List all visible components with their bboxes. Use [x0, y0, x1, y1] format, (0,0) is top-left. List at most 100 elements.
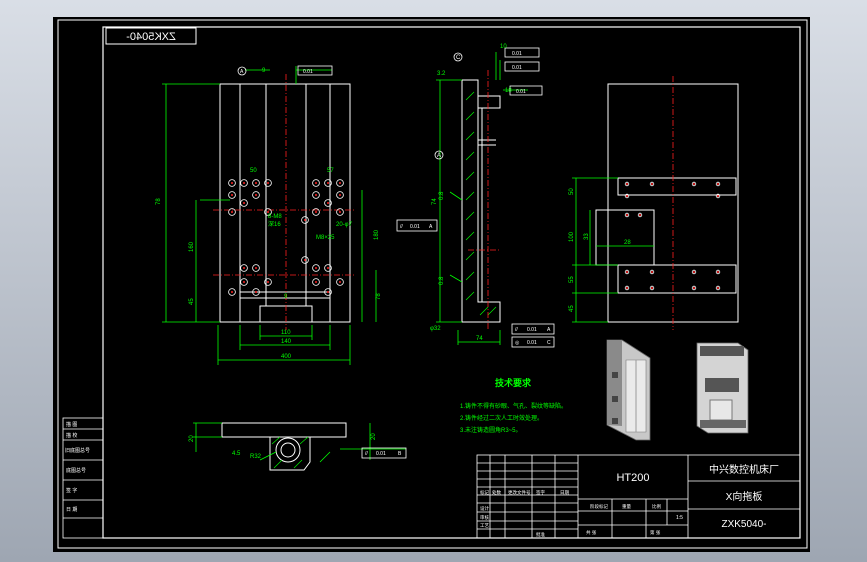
tolerance-value: 0.01 — [512, 65, 522, 71]
title-block-label: 设计 — [480, 505, 489, 512]
hole-center-icon — [243, 281, 245, 283]
hole-icon — [312, 264, 320, 272]
tolerance-ref: B — [398, 451, 402, 457]
hole-icon — [324, 199, 332, 207]
hole-center-icon — [339, 211, 341, 213]
left-strip-label: 日 期 — [66, 507, 77, 513]
datum-label: A — [437, 153, 441, 159]
dim-text: 57 — [327, 168, 334, 174]
title-block-label: 重量 — [622, 503, 631, 510]
dim-text: 33 — [584, 233, 590, 240]
tolerance-value: 0.01 — [410, 224, 420, 230]
plan-view-dim-text: 50 100 33 28 55 45 — [569, 188, 631, 312]
hole-center-icon — [243, 182, 245, 184]
drawing-border-outer — [57, 19, 808, 549]
hole-icon — [264, 179, 272, 187]
tech-requirement-item: 2.铸件经过二次人工时效处理。 — [460, 414, 543, 422]
hole-icon — [264, 278, 272, 286]
dim-text: 28 — [624, 240, 631, 246]
hole-center-icon — [267, 182, 269, 184]
hole-icon — [324, 179, 332, 187]
hole-center-icon — [231, 194, 233, 196]
hole-center-icon — [339, 182, 341, 184]
front-view-dimensions — [162, 66, 377, 365]
title-block-label: 签字 — [536, 489, 545, 495]
hole-center-icon — [626, 214, 628, 216]
title-block-label: 批准 — [536, 531, 545, 538]
hole-icon — [324, 288, 332, 296]
dim-text: 20 — [371, 433, 377, 440]
tolerance-ref: C — [547, 340, 551, 346]
hole-icon — [336, 179, 344, 187]
tolerance-ref: A — [429, 224, 433, 230]
hole-icon — [301, 256, 309, 264]
plan-view-holes — [624, 181, 721, 291]
hole-icon — [252, 264, 260, 272]
dim-text: 8-M8 — [268, 214, 282, 220]
hole-icon — [264, 208, 272, 216]
hole-icon — [312, 278, 320, 286]
left-strip-label: 描 图 — [66, 421, 77, 428]
hole-icon — [252, 179, 260, 187]
hole-center-icon — [693, 287, 695, 289]
hole-center-icon — [255, 291, 257, 293]
hole-icon — [240, 264, 248, 272]
title-block — [476, 454, 801, 539]
side-view-dim-text: 74 74 φ32 0.8 0.8 3.2 10 18 — [430, 44, 512, 342]
dim-text: 74 — [432, 198, 438, 205]
dim-text: 160 — [189, 241, 195, 252]
dim-text: 78 — [156, 198, 162, 205]
hole-icon — [240, 199, 248, 207]
hole-center-icon — [267, 211, 269, 213]
left-strip-label: 描 校 — [66, 432, 77, 439]
dim-text: 45 — [189, 298, 195, 305]
hole-icon — [336, 208, 344, 216]
plan-view-dimensions — [572, 177, 654, 323]
cad-viewport[interactable] — [53, 17, 810, 552]
dim-text: φ32 — [430, 326, 441, 332]
hole-icon — [228, 208, 236, 216]
hole-icon — [624, 269, 630, 275]
title-block-label: 日期 — [560, 490, 569, 496]
dim-text: 180 — [374, 229, 380, 240]
dim-text: 400 — [281, 354, 292, 360]
hole-icon — [240, 278, 248, 286]
tolerance-value: 0.01 — [303, 69, 313, 75]
hole-center-icon — [231, 182, 233, 184]
hole-center-icon — [651, 287, 653, 289]
code-stamp: ZXK5040- — [105, 27, 197, 45]
front-flatness-frame: 0.01 A — [237, 65, 333, 76]
dim-text: 18 — [505, 88, 512, 94]
side-view-dimensions — [436, 52, 528, 345]
bottom-view-dimensions — [193, 422, 406, 463]
hole-icon — [228, 179, 236, 187]
bottom-tolerance-frame: // 0.01 B — [361, 447, 407, 459]
dim-text: 9 — [262, 68, 266, 74]
side-view-datums: C A — [434, 52, 463, 160]
hole-icon — [312, 191, 320, 199]
dim-text: 4.5 — [232, 451, 241, 457]
dim-text: 55 — [569, 276, 575, 283]
title-block-label: 处数 — [492, 489, 501, 496]
hole-center-icon — [315, 267, 317, 269]
dim-text: 0.8 — [439, 276, 445, 285]
side-view-hatch — [465, 91, 497, 316]
tolerance-value: 0.01 — [516, 89, 526, 95]
tolerance-value: 0.01 — [376, 451, 386, 457]
title-block-label: 更改文件号 — [508, 489, 531, 496]
dim-text: 20 — [189, 435, 195, 442]
hole-center-icon — [304, 259, 306, 261]
hole-icon — [240, 179, 248, 187]
left-strip-label: 签 字 — [66, 487, 77, 494]
tolerance-value: 0.01 — [527, 327, 537, 333]
hole-center-icon — [327, 202, 329, 204]
hole-center-icon — [267, 281, 269, 283]
dim-text: 100 — [569, 231, 575, 242]
dim-text: 9 — [284, 294, 288, 300]
dim-text: 20-φ7 — [336, 222, 353, 228]
hole-icon — [691, 181, 697, 187]
dim-text: 45 — [569, 305, 575, 312]
tolerance-symbol: // — [365, 451, 368, 457]
hole-icon — [649, 285, 655, 291]
hole-icon — [312, 179, 320, 187]
